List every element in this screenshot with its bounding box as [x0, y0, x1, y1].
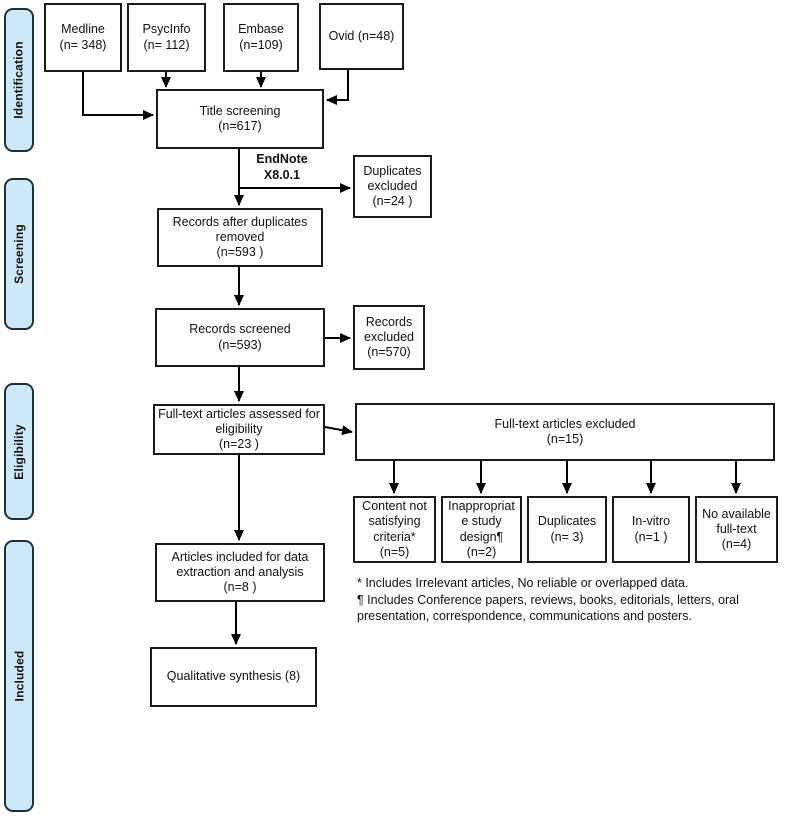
node-duplicates: Duplicates (n= 3) [527, 496, 607, 563]
stage-screening: Screening [4, 178, 34, 330]
footnote-pilcrow: ¶ Includes Conference papers, reviews, b… [357, 592, 739, 624]
node-in-vitro: In-vitro (n=1 ) [612, 496, 690, 563]
node-records-screened: Records screened (n=593) [155, 308, 325, 367]
node-records-after-duplicates-text: Records after duplicates removed (n=593 … [172, 214, 308, 260]
node-fulltext-excluded: Full-text articles excluded (n=15) [355, 403, 775, 461]
node-inappropriate-design: Inappropriat e study design¶ (n=2) [441, 496, 522, 563]
node-fulltext-excluded-text: Full-text articles excluded (n=15) [494, 416, 636, 446]
endnote-version-label: EndNote X8.0.1 [256, 152, 308, 182]
stage-identification: Identification [4, 8, 34, 152]
node-embase-text: Embase (n=109) [238, 22, 284, 52]
node-ovid-text: Ovid (n=48) [328, 28, 395, 43]
node-embase: Embase (n=109) [223, 3, 299, 72]
node-title-screening-text: Title screening (n=617) [199, 103, 281, 133]
stage-included: Included [4, 540, 34, 812]
node-in-vitro-text: In-vitro (n=1 ) [631, 514, 671, 544]
stage-eligibility: Eligibility [4, 383, 34, 520]
node-title-screening: Title screening (n=617) [156, 89, 324, 149]
footnote-asterisk: * Includes Irrelevant articles, No relia… [357, 576, 689, 590]
node-articles-included-text: Articles included for data extraction an… [171, 549, 309, 595]
stage-eligibility-label: Eligibility [12, 423, 27, 480]
node-medline: Medline (n= 348) [44, 3, 122, 72]
node-qualitative-synthesis-text: Qualitative synthesis (8) [166, 669, 301, 684]
node-fulltext-assessed: Full-text articles assessed for eligibil… [153, 404, 325, 455]
node-no-available-fulltext-text: No available full-text (n=4) [702, 506, 771, 552]
node-psycinfo: PsycInfo (n= 112) [127, 3, 206, 72]
node-records-excluded: Records excluded (n=570) [353, 305, 425, 370]
node-articles-included: Articles included for data extraction an… [155, 543, 325, 602]
node-ovid: Ovid (n=48) [319, 3, 404, 70]
arrow-assessed-to-fulltext-excluded [324, 425, 353, 436]
node-inappropriate-design-text: Inappropriat e study design¶ (n=2) [448, 499, 515, 559]
node-records-excluded-text: Records excluded (n=570) [363, 314, 415, 360]
stage-identification-label: Identification [12, 41, 26, 119]
node-records-screened-text: Records screened (n=593) [189, 322, 291, 352]
node-records-after-duplicates: Records after duplicates removed (n=593 … [157, 208, 323, 267]
node-no-available-fulltext: No available full-text (n=4) [695, 496, 778, 563]
arrow-ovid-to-title [326, 70, 349, 105]
node-duplicates-text: Duplicates (n= 3) [537, 514, 597, 544]
node-content-not-satisfying: Content not satisfying criteria* (n=5) [353, 496, 436, 563]
stage-screening-label: Screening [12, 224, 27, 284]
node-duplicates-excluded: Duplicates excluded (n=24 ) [353, 155, 432, 218]
node-medline-text: Medline (n= 348) [59, 22, 107, 52]
node-psycinfo-text: PsycInfo (n= 112) [142, 22, 191, 52]
footnotes: * Includes Irrelevant articles, No relia… [357, 575, 781, 625]
node-fulltext-assessed-text: Full-text articles assessed for eligibil… [158, 406, 320, 452]
stage-included-label: Included [12, 650, 26, 702]
node-content-not-satisfying-text: Content not satisfying criteria* (n=5) [362, 499, 427, 559]
node-duplicates-excluded-text: Duplicates excluded (n=24 ) [363, 163, 422, 209]
node-qualitative-synthesis: Qualitative synthesis (8) [150, 647, 317, 707]
arrow-medline-to-title [82, 72, 154, 120]
